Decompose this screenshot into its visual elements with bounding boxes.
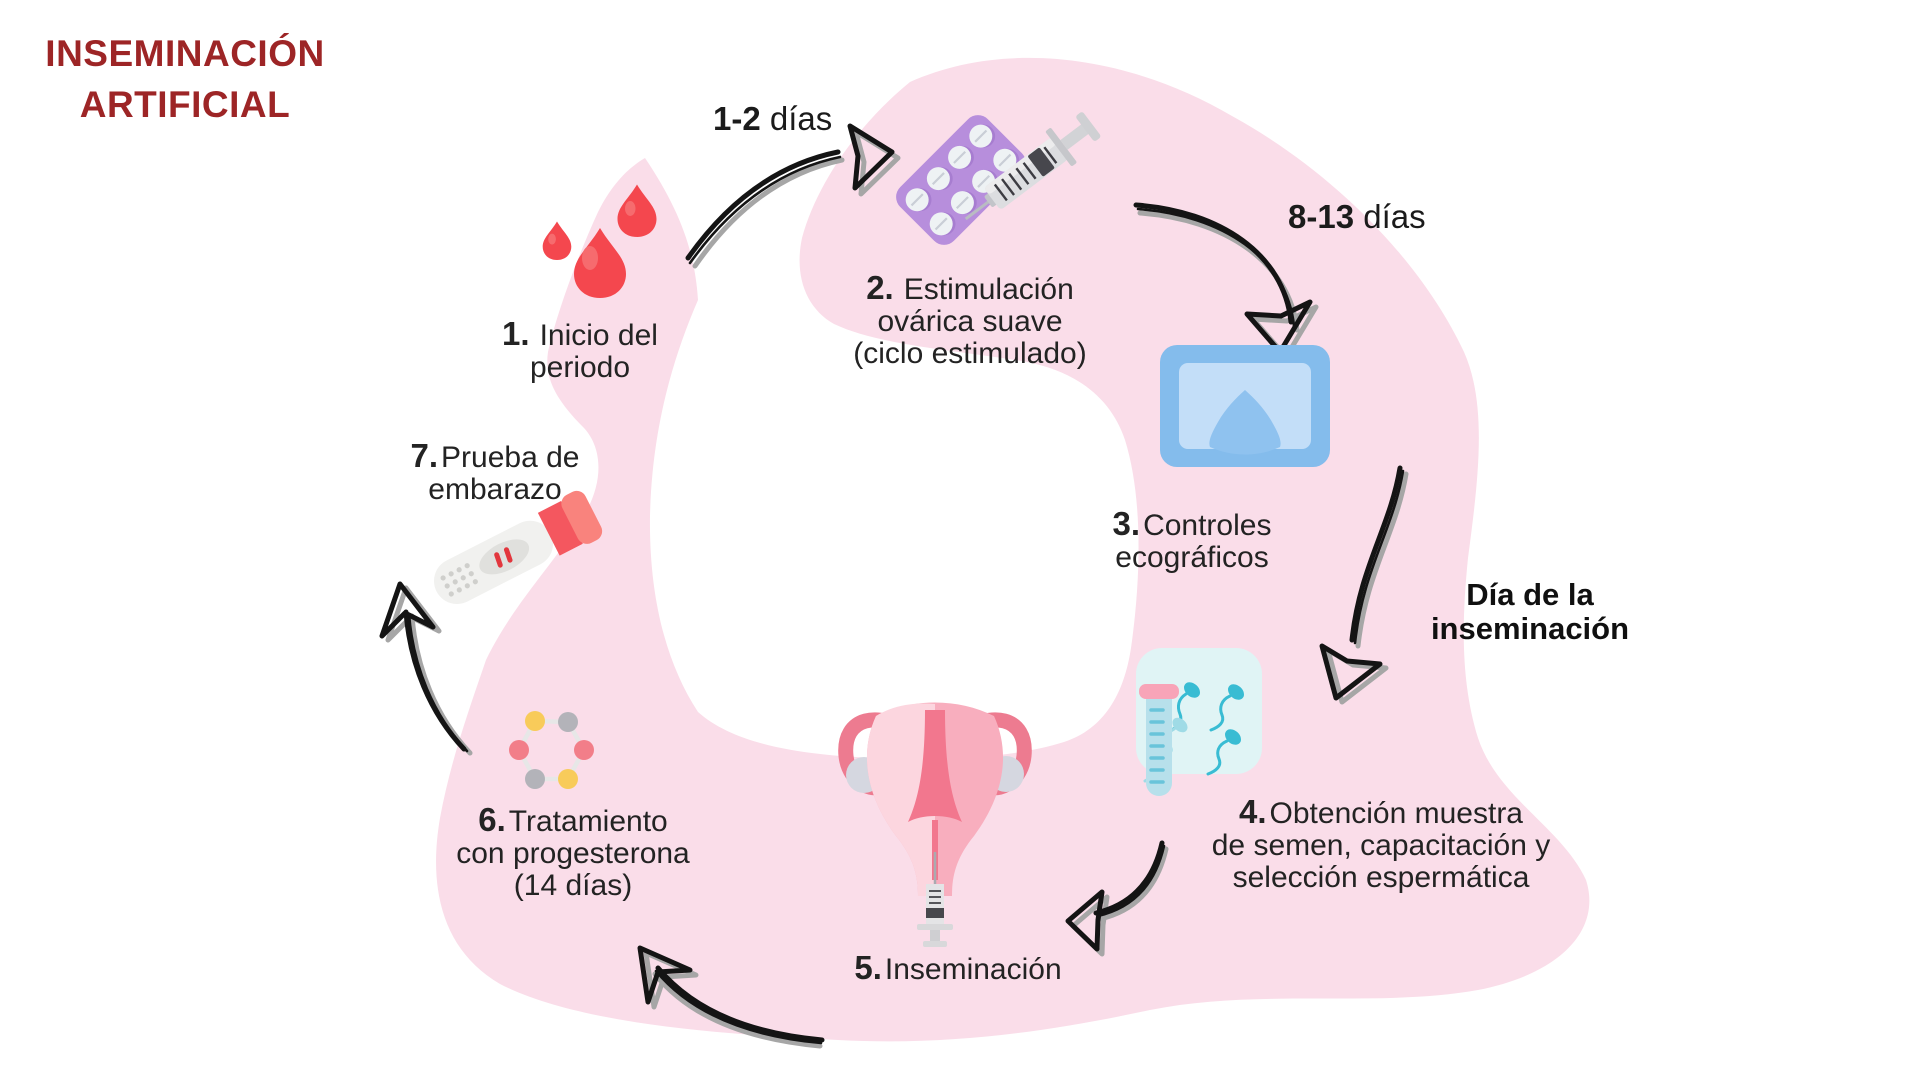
title-line-2: ARTIFICIAL bbox=[79, 84, 291, 125]
step-4-number: 4. bbox=[1239, 793, 1267, 830]
syringe-icon bbox=[964, 112, 1101, 221]
arrow-step4-to-step5 bbox=[1065, 840, 1169, 957]
title-line-1: INSEMINACIÓN bbox=[45, 33, 325, 74]
molecule-icon bbox=[509, 711, 594, 789]
step-7-label: 7.Prueba de embarazo bbox=[410, 437, 580, 506]
test-tube-icon bbox=[1139, 684, 1179, 796]
step-5-label: 5.Inseminación bbox=[854, 949, 1062, 986]
step-6-number: 6. bbox=[478, 801, 506, 838]
duration-label-1-2-days: 1-2 días bbox=[713, 100, 833, 137]
arrow-step3-to-step4 bbox=[1319, 465, 1409, 705]
sperm-sample-icon bbox=[1136, 648, 1262, 796]
step-3-label: 3.Controles ecográficos bbox=[1112, 505, 1272, 574]
step-5-number: 5. bbox=[854, 949, 882, 986]
step-2-number: 2. bbox=[866, 269, 894, 306]
arrow-step1-to-step2 bbox=[685, 123, 901, 269]
uterus-syringe-icon bbox=[838, 702, 1032, 947]
step-7-number: 7. bbox=[410, 437, 439, 474]
insemination-day-label: Día de la inseminación bbox=[1430, 577, 1630, 646]
page-title: INSEMINACIÓN ARTIFICIAL bbox=[18, 28, 352, 130]
step-4-label: 4.Obtención muestra de semen, capacitaci… bbox=[1211, 793, 1551, 894]
pill-blister-syringe-icon bbox=[896, 112, 1101, 245]
step-6-label: 6.Tratamiento con progesterona (14 días) bbox=[456, 801, 690, 902]
pregnancy-test-icon bbox=[433, 490, 603, 604]
step-1-label: 1.Inicio del periodo bbox=[502, 315, 658, 384]
step-1-number: 1. bbox=[502, 315, 530, 352]
step-2-label: 2.Estimulación ovárica suave (ciclo esti… bbox=[853, 269, 1087, 370]
arrow-step5-to-step6 bbox=[637, 945, 825, 1049]
duration-label-8-13-days: 8-13 días bbox=[1288, 198, 1426, 235]
blood-drops-icon bbox=[542, 184, 657, 298]
insemination-syringe-icon bbox=[917, 852, 953, 947]
step-3-number: 3. bbox=[1112, 505, 1141, 542]
arrow-step6-to-step7 bbox=[379, 581, 473, 756]
ultrasound-icon bbox=[1160, 345, 1330, 467]
arrow-step2-to-step3 bbox=[1133, 202, 1319, 360]
